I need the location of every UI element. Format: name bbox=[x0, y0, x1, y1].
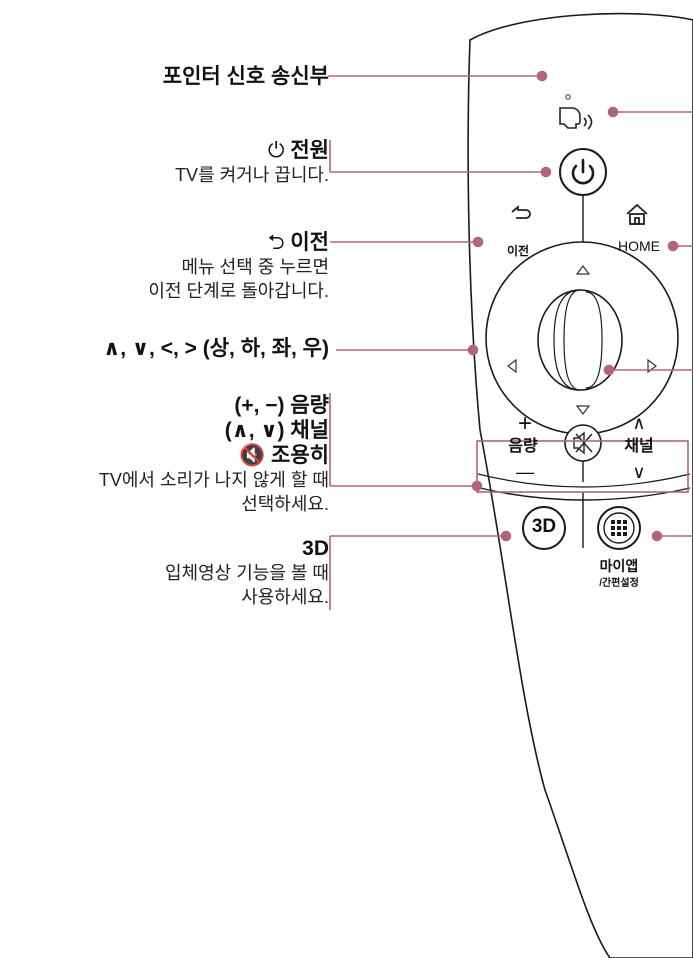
volume-line-2: (∧, ∨) 채널 bbox=[224, 419, 329, 442]
volume-line-3: 조용히 bbox=[271, 444, 329, 467]
three-d-desc-1: 입체영상 기능을 볼 때 bbox=[164, 563, 329, 583]
channel-up[interactable]: ∧ bbox=[632, 413, 646, 433]
myapps-button[interactable] bbox=[598, 507, 640, 549]
arrow-up-icon bbox=[575, 265, 591, 275]
arrow-down-icon bbox=[575, 405, 591, 415]
remote-home-icon bbox=[626, 203, 648, 225]
pointer-title: 포인터 신호 송신부 bbox=[162, 65, 329, 88]
three-d-button-shape bbox=[522, 506, 566, 550]
vol-ch-frame bbox=[476, 440, 689, 493]
home-button-label[interactable]: HOME bbox=[618, 238, 660, 254]
nav-title: ∧, ∨, <, > (상, 하, 좌, 우) bbox=[103, 337, 329, 360]
myapps-label: 마이앱 bbox=[599, 558, 639, 574]
callout-power: ⏻ 전원 TV를 켜거나 끕니다. bbox=[175, 138, 329, 187]
three-d-button[interactable]: 3D bbox=[531, 516, 557, 537]
remote-mute-icon bbox=[573, 431, 593, 455]
power-title: 전원 bbox=[290, 139, 329, 162]
remote-outline bbox=[467, 12, 693, 958]
mute-button[interactable] bbox=[565, 425, 601, 461]
arrow-right-icon bbox=[647, 358, 657, 374]
volume-plus[interactable]: + bbox=[517, 410, 532, 437]
grid-icon bbox=[611, 520, 627, 536]
volume-desc-1: TV에서 소리가 나지 않게 할 때 bbox=[98, 470, 329, 490]
channel-down[interactable]: ∨ bbox=[632, 462, 646, 482]
voice-icon bbox=[559, 107, 593, 130]
remote-back-icon bbox=[511, 205, 531, 219]
power-icon: ⏻ bbox=[267, 139, 285, 162]
mute-icon: 🔇 bbox=[239, 444, 266, 467]
pointer-emitter-dot bbox=[565, 94, 571, 100]
back-title: 이전 bbox=[290, 231, 329, 254]
power-button[interactable] bbox=[560, 149, 606, 195]
back-desc-2: 이전 단계로 돌아갑니다. bbox=[148, 281, 329, 301]
volume-desc-2: 선택하세요. bbox=[241, 494, 329, 514]
callout-pointer: 포인터 신호 송신부 bbox=[163, 64, 329, 89]
back-button-label[interactable]: 이전 bbox=[506, 244, 530, 258]
arrow-left-icon bbox=[507, 358, 517, 374]
power-desc: TV를 켜거나 끕니다. bbox=[175, 165, 329, 185]
myapps-sublabel: /간편설정 bbox=[599, 578, 639, 589]
callout-3d: 3D 입체영상 기능을 볼 때 사용하세요. bbox=[165, 536, 329, 609]
callout-back: ⮌ 이전 메뉴 선택 중 누르면 이전 단계로 돌아갑니다. bbox=[148, 230, 329, 303]
nav-wheel[interactable] bbox=[538, 290, 622, 390]
back-desc-1: 메뉴 선택 중 누르면 bbox=[181, 257, 329, 277]
three-d-desc-2: 사용하세요. bbox=[241, 587, 329, 607]
three-d-title: 3D bbox=[302, 537, 329, 560]
back-arrow-icon: ⮌ bbox=[267, 231, 285, 254]
power-glyph bbox=[571, 158, 595, 185]
channel-label: 채널 bbox=[624, 438, 654, 455]
volume-minus[interactable]: — bbox=[516, 462, 534, 482]
callout-volume: (+, −) 음량 (∧, ∨) 채널 🔇 조용히 TV에서 소리가 나지 않게… bbox=[99, 393, 329, 516]
volume-label: 음량 bbox=[508, 438, 538, 455]
callout-nav: ∧, ∨, <, > (상, 하, 좌, 우) bbox=[103, 336, 329, 361]
volume-line-1: (+, −) 음량 bbox=[234, 394, 329, 417]
